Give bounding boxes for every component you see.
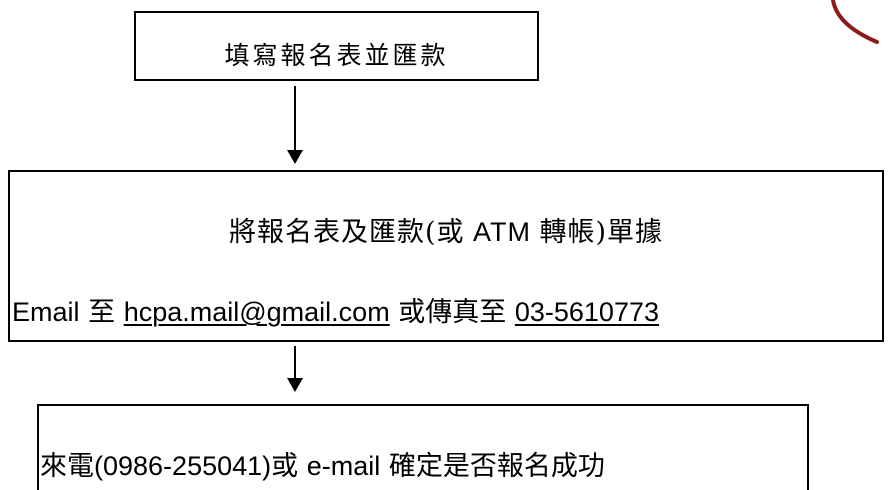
step2-contact: Email 至 hcpa.mail@gmail.com 或傳真至 03-5610…: [12, 295, 659, 330]
step1-text: 填寫報名表並匯款: [224, 41, 449, 70]
phone-number: (0986-255041): [94, 451, 272, 481]
down-arrow-icon: [287, 86, 303, 164]
to-text: 至: [79, 297, 124, 328]
step2-line1-suffix: 轉帳)單據: [539, 217, 664, 248]
email-label: Email: [12, 297, 80, 327]
fax-number: 03-5610773: [514, 297, 659, 327]
step1-box: 填寫報名表並匯款: [134, 11, 539, 81]
email-link[interactable]: hcpa.mail@gmail.com: [123, 297, 390, 327]
step3-box: 來電(0986-255041)或 e-mail 確定是否報名成功: [37, 404, 809, 490]
step2-box: 將報名表及匯款(或 ATM 轉帳)單據 Email 至 hcpa.mail@gm…: [8, 170, 884, 342]
step3-text: 來電(0986-255041)或 e-mail 確定是否報名成功: [40, 449, 605, 484]
step2-instruction: 將報名表及匯款(或 ATM 轉帳)單據: [10, 215, 882, 250]
step3-prefix: 來電: [40, 451, 94, 482]
down-arrow-icon: [287, 346, 303, 392]
email-word: e-mail: [306, 451, 381, 481]
step2-line1-prefix: 將報名表及匯款(或: [228, 217, 465, 248]
step2-line1-atm: ATM: [464, 217, 540, 247]
step3-or: 或: [271, 451, 307, 482]
step3-suffix: 確定是否報名成功: [380, 451, 605, 482]
or-fax-text: 或傳真至: [389, 297, 515, 328]
decorative-arc: [831, 0, 879, 44]
